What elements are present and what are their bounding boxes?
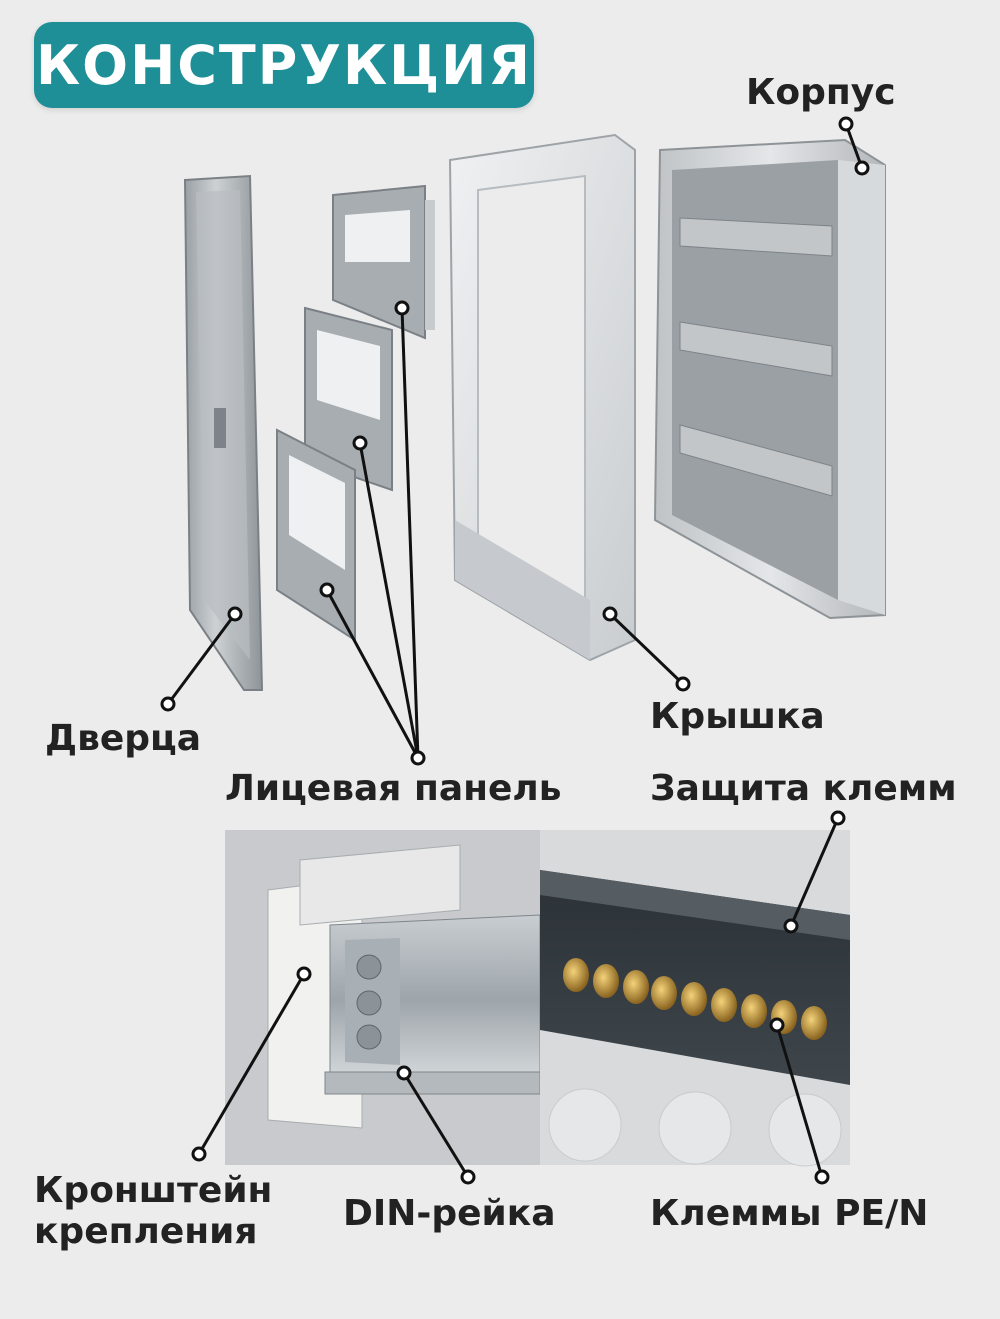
leader-kronshtein: [197, 973, 306, 1155]
label-panel: Лицевая панель: [225, 768, 562, 809]
leader-klemmy: [775, 1024, 824, 1178]
label-kronshtein-line2: крепления: [34, 1211, 258, 1253]
leader-dverca: [166, 613, 237, 705]
leader-panel-top: [400, 307, 420, 759]
front-panel-top: [332, 184, 435, 340]
title-badge: КОНСТРУКЦИЯ: [34, 22, 534, 108]
leader-kryshka: [608, 612, 685, 686]
label-korpus: Корпус: [746, 72, 896, 113]
label-din: DIN-рейка: [343, 1193, 556, 1234]
label-kryshka: Крышка: [650, 696, 825, 737]
brass-terminals: [563, 958, 827, 1040]
leader-korpus: [844, 123, 864, 169]
label-dverca: Дверца: [45, 718, 202, 759]
label-klemmy: Клеммы PE/N: [650, 1193, 929, 1234]
terminal-photo: [540, 830, 850, 1167]
din-rail-photo: [225, 830, 541, 1165]
label-zashchita: Защита клемм: [650, 768, 957, 809]
label-kronshtein-line1: Кронштейн: [34, 1170, 273, 1211]
leader-panel-bot: [325, 589, 420, 759]
leader-panel-mid: [358, 442, 420, 759]
leader-din: [402, 1072, 470, 1178]
leader-endpoints: [160, 116, 870, 1185]
leader-lines: [166, 123, 864, 1178]
label-kronshtein: Кронштейн крепления: [34, 1170, 272, 1253]
leader-zashchita: [789, 817, 840, 927]
cover-frame: [448, 133, 636, 662]
enclosure-body: [653, 138, 886, 620]
front-panel-bottom: [276, 428, 356, 642]
front-panel-middle: [304, 306, 393, 492]
door-part: [183, 174, 264, 691]
page-title: КОНСТРУКЦИЯ: [36, 33, 532, 97]
